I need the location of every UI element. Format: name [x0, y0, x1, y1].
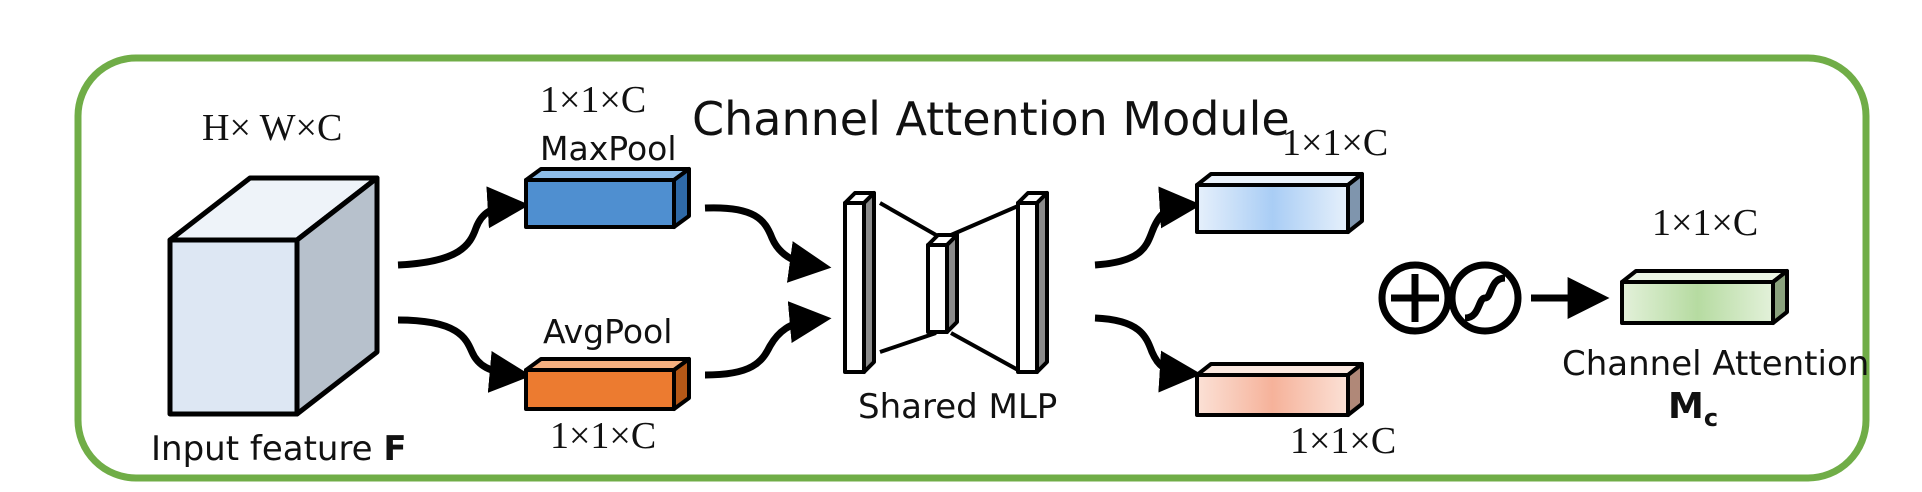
channel-attention-label: Channel Attention — [1562, 344, 1869, 384]
arrow-input-to-avgpool — [397, 316, 532, 393]
channel-attention-dims: 1×1×C — [1652, 202, 1758, 244]
maxpool-bar — [524, 167, 691, 229]
input-feature-text: Input feature — [151, 429, 383, 469]
mlp-output-top-bar — [1195, 172, 1364, 234]
input-feature-label: Input feature F — [151, 429, 407, 469]
shared-mlp-label: Shared MLP — [858, 387, 1057, 427]
mlp-output-bottom-bar — [1195, 362, 1364, 417]
sigmoid-icon — [1448, 261, 1522, 335]
diagram-title: Channel Attention Module — [692, 92, 1290, 146]
input-feature-cube — [167, 175, 380, 417]
input-feature-symbol: F — [383, 429, 406, 469]
avgpool-label: AvgPool — [543, 312, 672, 351]
avgpool-dims-label: 1×1×C — [550, 415, 656, 457]
input-dims-label: H× W×C — [202, 107, 342, 149]
channel-attention-bar — [1620, 269, 1789, 325]
maxpool-dims-label: 1×1×C — [540, 79, 646, 121]
arrow-avgpool-to-mlp — [704, 301, 832, 379]
channel-attention-symbol: Mc — [1668, 386, 1718, 432]
mlp-output-bottom-dims: 1×1×C — [1290, 420, 1396, 462]
avgpool-bar — [524, 357, 691, 411]
channel-attention-symbol-subscript: c — [1704, 404, 1718, 432]
arrow-input-to-maxpool — [397, 186, 530, 269]
mlp-output-top-dims: 1×1×C — [1282, 122, 1388, 164]
shared-mlp — [843, 191, 1049, 374]
plus-in-circle-icon — [1378, 261, 1452, 335]
arrow-maxpool-to-mlp — [704, 204, 832, 283]
maxpool-label: MaxPool — [540, 129, 677, 168]
arrow-mlp-to-bottom-output — [1094, 314, 1202, 393]
arrow-mlp-to-top-output — [1094, 186, 1202, 269]
module-frame — [74, 54, 1870, 482]
channel-attention-symbol-main: M — [1668, 386, 1704, 427]
